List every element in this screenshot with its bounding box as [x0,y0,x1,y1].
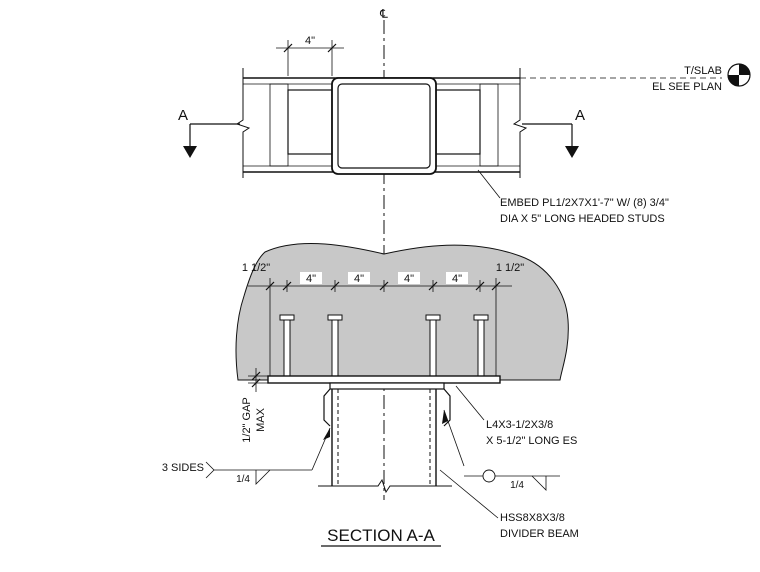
weld-size-right: 1/4 [510,480,524,491]
weld-note-left: 3 SIDES [162,462,204,474]
embed-note-line1: EMBED PL1/2X7X1'-7" W/ (8) 3/4" [500,197,669,209]
angle-leader [455,385,485,421]
stud-dimension-label: 1 1/2" [496,262,524,274]
embed-plate [267,375,501,384]
weld-symbol-left [205,427,331,485]
plan-dimension-label: 4" [305,35,315,47]
gap-dimension [248,368,268,392]
stud-dimension-label: 4" [354,273,364,285]
gap-note-line2: MAX [255,407,267,432]
angle-note-line2: X 5-1/2" LONG ES [486,435,577,447]
plan-view [235,68,528,178]
beam-leader [439,469,499,519]
embed-note-line2: DIA X 5" LONG HEADED STUDS [500,213,665,225]
section-title: SECTION A-A [327,526,435,545]
section-cut-arrow-icon [183,146,197,158]
elevation-target-icon [727,63,751,87]
beam-note-line2: DIVIDER BEAM [500,528,579,540]
steel-connection [318,382,452,494]
section-cut-right [522,123,579,158]
elevation-label-2: EL SEE PLAN [652,81,722,93]
elevation-label-1: T/SLAB [684,65,722,77]
weld-symbol-right [442,409,560,491]
stud-dimension-label: 4" [306,273,316,285]
embed-leader [477,169,501,199]
section-cut-left [183,123,240,158]
beam-note-line1: HSS8X8X3/8 [500,512,565,524]
stud-dimension-label: 4" [404,273,414,285]
section-cut-arrow-icon [565,146,579,158]
stud-dimension-label: 1 1/2" [242,262,270,274]
centerline-symbol: ℄ [379,7,388,21]
stud-dimension-label: 4" [452,273,462,285]
section-mark-left: A [178,107,188,124]
section-mark-right: A [575,107,585,124]
angle-note-line1: L4X3-1/2X3/8 [486,419,553,431]
plan-dimension [276,40,344,76]
gap-note-line1: 1/2" GAP [241,397,253,442]
weld-size-left: 1/4 [236,474,250,485]
all-around-weld-icon [482,469,496,483]
stud-dimension-string [248,272,512,378]
